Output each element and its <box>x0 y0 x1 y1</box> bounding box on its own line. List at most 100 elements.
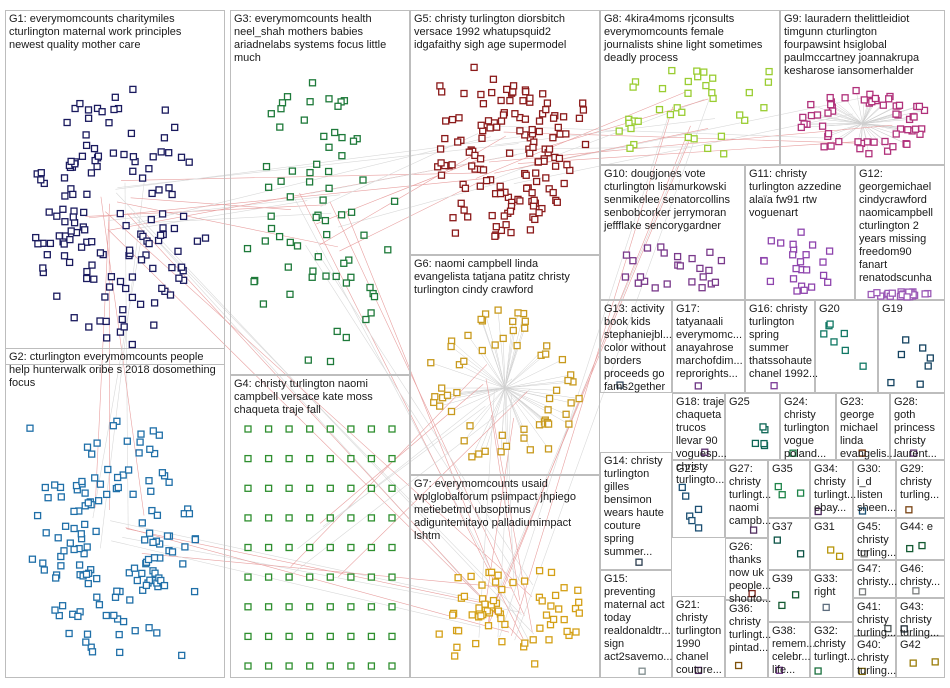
g9-box <box>780 10 945 165</box>
g1-node <box>98 108 106 116</box>
g4-node <box>347 603 355 611</box>
g1-node <box>83 267 91 276</box>
g4-node <box>306 573 314 581</box>
g9-node <box>896 125 905 133</box>
g8-box <box>600 10 780 165</box>
g2-label-line: G2: cturlington everymomcounts people <box>9 351 203 363</box>
g6-spoke <box>504 387 540 425</box>
g21-label-line: G21: <box>676 599 700 611</box>
g40-node <box>858 667 866 676</box>
g6-spoke <box>504 387 567 415</box>
g1-node <box>168 263 176 272</box>
g2-node <box>160 581 169 590</box>
g5-node <box>530 196 538 204</box>
g8-node <box>615 127 623 135</box>
g23-label-line: michael <box>840 422 878 434</box>
g35-node <box>774 482 782 491</box>
g2-node <box>94 497 103 505</box>
g8-node <box>673 104 681 112</box>
g2-node <box>150 554 159 562</box>
g1-label-line: cturlington maternal work principles <box>9 26 182 38</box>
g4-label-line: campbell versace kate moss <box>234 391 373 403</box>
g11-node <box>819 258 827 266</box>
g7-node <box>454 627 463 635</box>
g9-spoke <box>810 104 863 124</box>
g10-node <box>717 256 726 265</box>
g5-node <box>542 174 550 182</box>
g4-node <box>367 454 376 463</box>
g38-label-line: remem... <box>772 638 815 650</box>
g7-node <box>472 639 480 648</box>
g1-box <box>5 10 225 365</box>
g43-label-line: G43: <box>900 601 924 613</box>
g2-node <box>115 630 123 639</box>
g10-node <box>711 278 720 286</box>
g14-node <box>635 558 643 566</box>
g4-node <box>264 662 273 670</box>
g3-node <box>261 237 269 245</box>
g5-node <box>519 97 527 105</box>
g18-label-line: christy <box>676 461 708 473</box>
g2-node <box>148 506 156 515</box>
g18-label-line: chaqueta <box>676 409 722 421</box>
cross-group-edge <box>137 219 522 616</box>
g18-label-line: G18: traje <box>676 396 724 408</box>
g10-node <box>622 251 631 259</box>
g3-node <box>338 133 346 142</box>
g6-node <box>521 324 529 332</box>
g7-node <box>520 577 529 585</box>
g6-node <box>564 376 572 385</box>
g22-node <box>688 516 696 525</box>
g8-node <box>626 144 634 152</box>
g2-node <box>81 520 89 529</box>
g6-spoke <box>504 387 569 425</box>
g7-node <box>547 568 556 577</box>
g24-label-line: G24: <box>784 396 808 408</box>
g1-node <box>63 118 71 127</box>
g11-label-line: alaïa fw91 rtw <box>749 194 817 206</box>
g1-node <box>155 186 163 194</box>
g5-node <box>437 159 445 167</box>
g4-node <box>264 632 273 641</box>
g6-spoke <box>504 313 524 389</box>
g4-node <box>306 632 314 641</box>
g9-node <box>911 125 920 133</box>
g5-node <box>531 215 539 224</box>
g1-node <box>101 293 109 301</box>
g26-label-line: people... <box>729 580 771 592</box>
g8-label-line: G8: 4kira4moms rjconsults <box>604 13 735 25</box>
g29-node <box>905 506 913 514</box>
g21-label-line: couture... <box>676 664 722 676</box>
g3-node <box>309 267 317 275</box>
cross-group-edge <box>100 196 145 516</box>
g9-node <box>910 113 918 121</box>
g4-node <box>285 573 293 581</box>
g5-node <box>506 96 514 105</box>
g8-node <box>700 68 708 76</box>
g25-box <box>725 393 780 460</box>
g11-node <box>802 266 811 274</box>
g9-label-line: timgunn cturlington <box>784 26 877 38</box>
g6-spoke <box>504 387 550 399</box>
g5-node <box>470 63 478 72</box>
g9-node <box>889 143 897 151</box>
g9-node <box>827 101 835 109</box>
g8-node <box>684 133 692 142</box>
cross-group-edge <box>319 384 484 524</box>
g19-node <box>916 380 924 388</box>
g7-node <box>535 567 544 575</box>
g38-label-line: life... <box>772 664 795 676</box>
g2-node <box>102 611 110 620</box>
g9-node <box>915 102 924 111</box>
g3-node <box>322 272 330 280</box>
g10-node <box>676 262 684 270</box>
g6-spoke <box>504 387 549 425</box>
g1-node <box>116 209 124 218</box>
g26-box <box>725 538 768 600</box>
g4-node <box>347 484 355 492</box>
g5-label-line: G5: christy turlington diorsbitch <box>414 13 565 25</box>
g30-label-line: i_d <box>857 476 872 488</box>
g24-box <box>780 393 836 460</box>
g7-node <box>545 636 553 644</box>
